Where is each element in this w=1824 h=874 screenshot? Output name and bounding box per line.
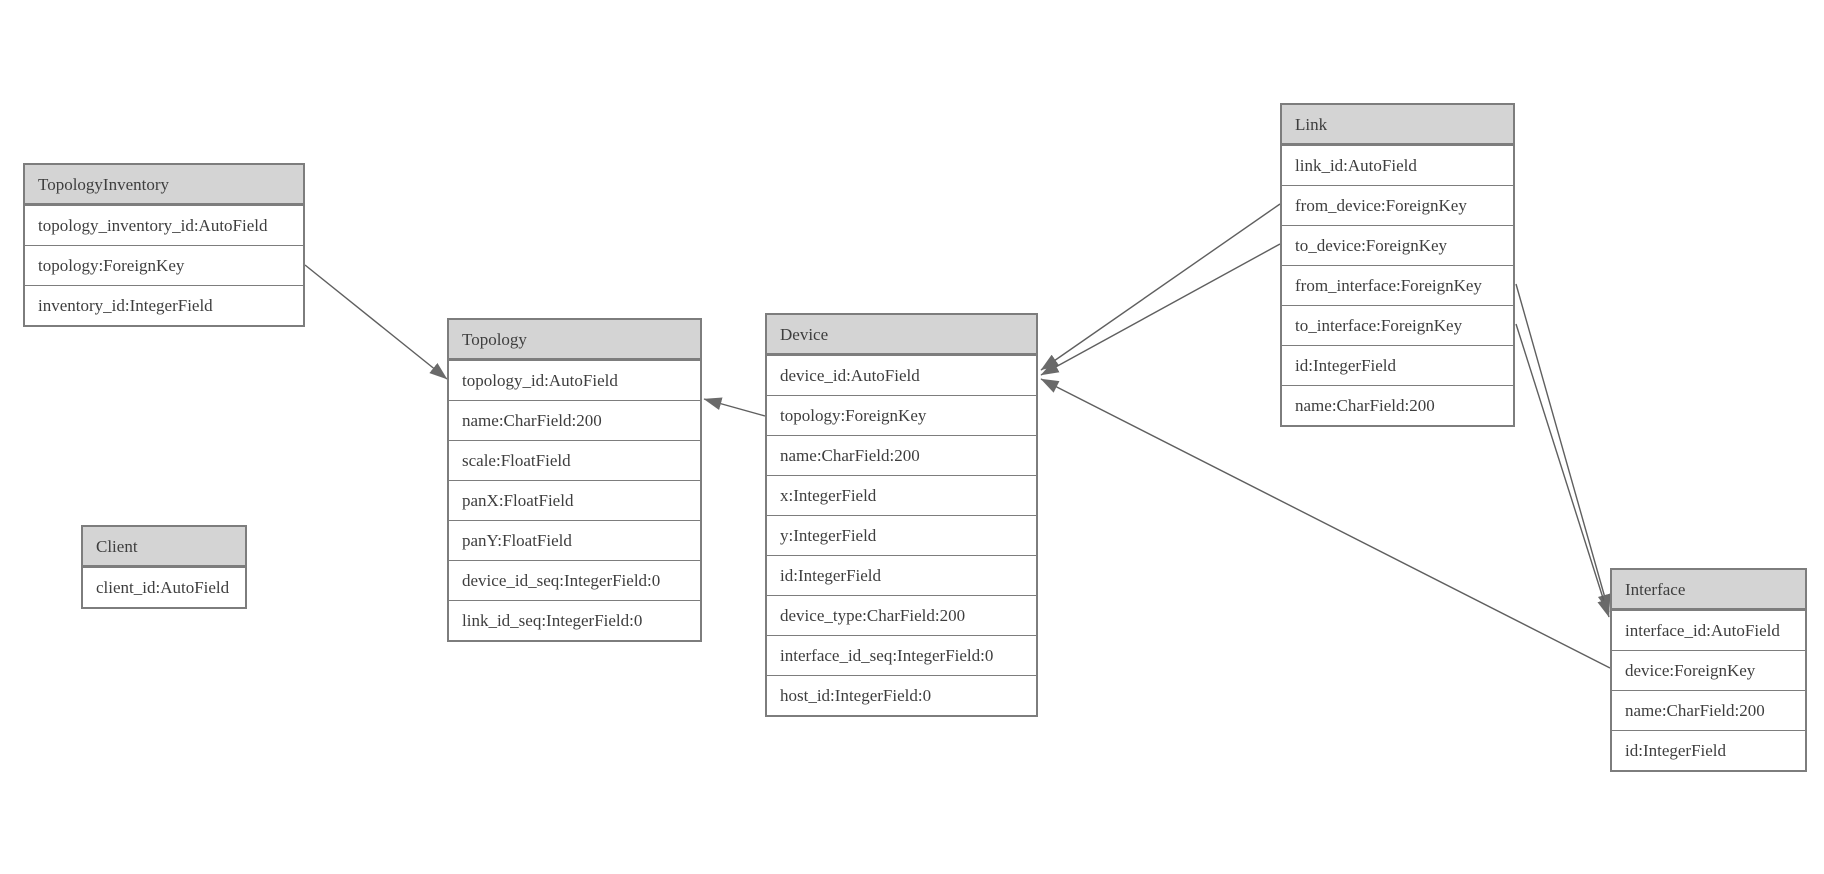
field-row: name:CharField:200	[767, 435, 1036, 475]
field-row: id:IntegerField	[1282, 345, 1513, 385]
field-row: id:IntegerField	[767, 555, 1036, 595]
entity-title-link: Link	[1282, 105, 1513, 145]
field-row: inventory_id:IntegerField	[25, 285, 303, 325]
entity-title-client: Client	[83, 527, 245, 567]
field-row: device_type:CharField:200	[767, 595, 1036, 635]
entity-title-topology-inventory: TopologyInventory	[25, 165, 303, 205]
field-row: name:CharField:200	[1282, 385, 1513, 425]
relationship-line	[1040, 203, 1281, 371]
field-row: topology_inventory_id:AutoField	[25, 205, 303, 245]
field-row: device_id_seq:IntegerField:0	[449, 560, 700, 600]
field-row: x:IntegerField	[767, 475, 1036, 515]
field-row: from_interface:ForeignKey	[1282, 265, 1513, 305]
field-row: to_interface:ForeignKey	[1282, 305, 1513, 345]
field-row: y:IntegerField	[767, 515, 1036, 555]
field-row: host_id:IntegerField:0	[767, 675, 1036, 715]
field-row: topology:ForeignKey	[767, 395, 1036, 435]
field-row: link_id_seq:IntegerField:0	[449, 600, 700, 640]
entity-title-device: Device	[767, 315, 1036, 355]
relationship-line	[1515, 323, 1610, 618]
relationship-line	[304, 264, 448, 380]
relationship-line	[1040, 378, 1611, 669]
field-row: topology:ForeignKey	[25, 245, 303, 285]
field-row: topology_id:AutoField	[449, 360, 700, 400]
relationship-line	[703, 397, 766, 417]
field-row: client_id:AutoField	[83, 567, 245, 607]
field-row: device:ForeignKey	[1612, 650, 1805, 690]
entity-title-interface: Interface	[1612, 570, 1805, 610]
field-row: interface_id_seq:IntegerField:0	[767, 635, 1036, 675]
field-row: name:CharField:200	[449, 400, 700, 440]
field-row: device_id:AutoField	[767, 355, 1036, 395]
entity-title-topology: Topology	[449, 320, 700, 360]
field-row: name:CharField:200	[1612, 690, 1805, 730]
field-row: panY:FloatField	[449, 520, 700, 560]
relationship-line	[1515, 283, 1611, 613]
relationship-line	[1040, 243, 1281, 376]
field-row: interface_id:AutoField	[1612, 610, 1805, 650]
field-row: to_device:ForeignKey	[1282, 225, 1513, 265]
field-row: from_device:ForeignKey	[1282, 185, 1513, 225]
field-row: scale:FloatField	[449, 440, 700, 480]
field-row: panX:FloatField	[449, 480, 700, 520]
field-row: id:IntegerField	[1612, 730, 1805, 770]
field-row: link_id:AutoField	[1282, 145, 1513, 185]
